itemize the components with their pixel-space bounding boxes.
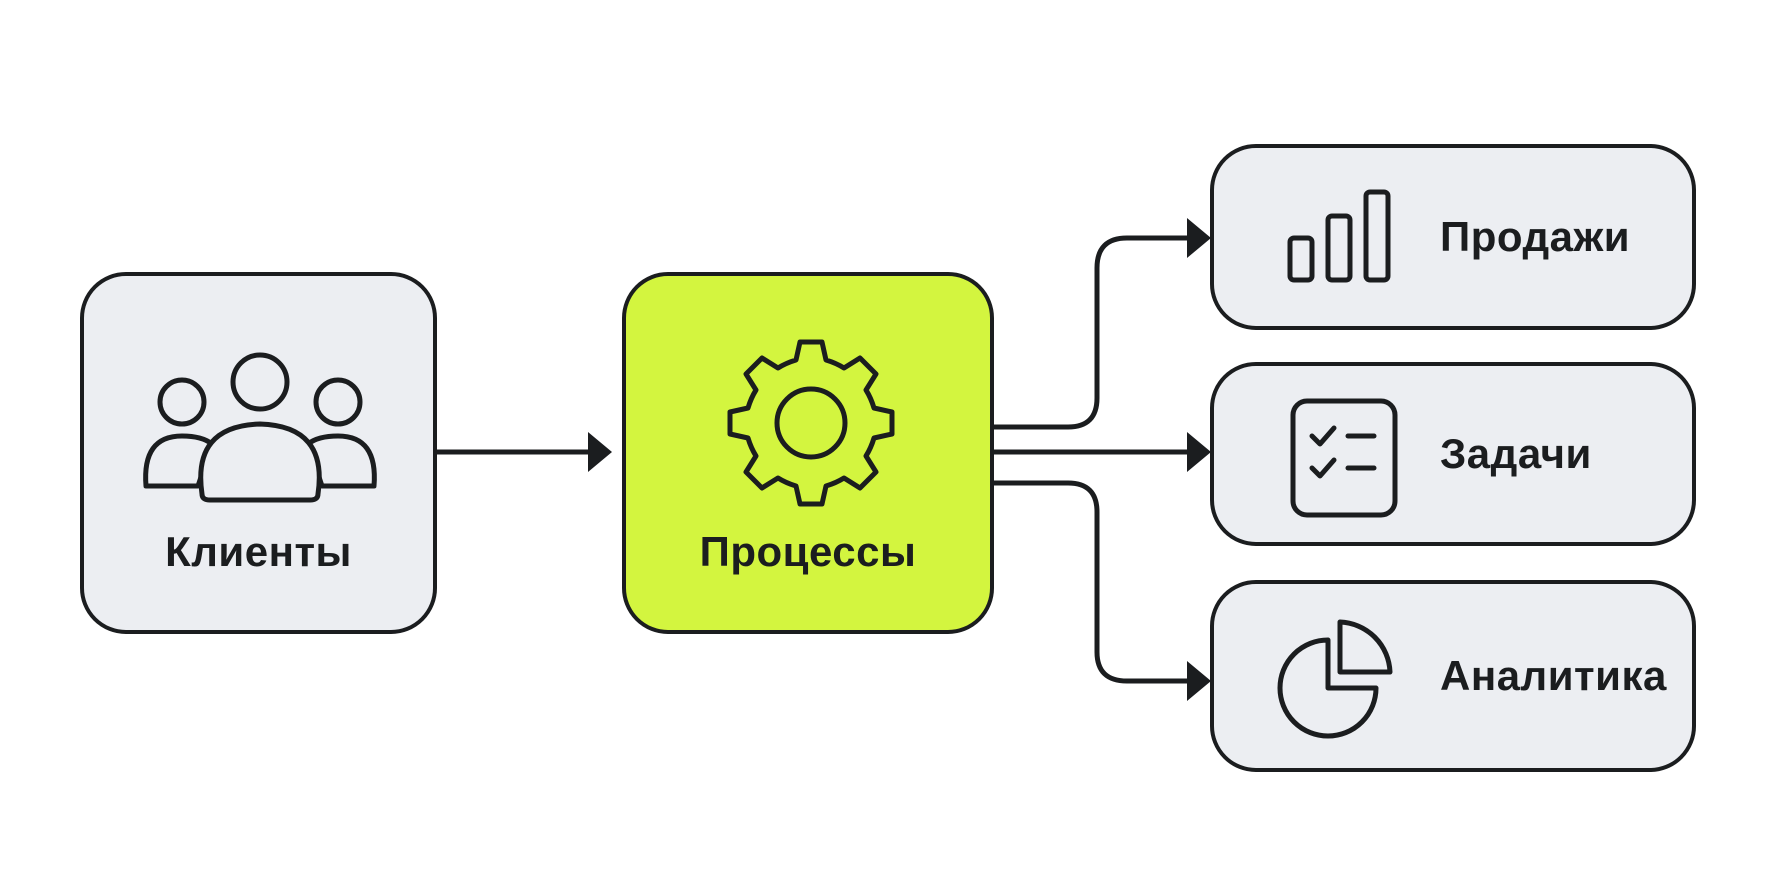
arrowhead [1187, 432, 1211, 472]
node-processes: Процессы [622, 272, 994, 634]
arrowhead [1187, 661, 1211, 701]
node-sales-label: Продажи [1440, 213, 1631, 260]
pie-chart-icon [1277, 619, 1393, 739]
edge-processes-sales [989, 235, 1199, 430]
edge-processes-analytics [989, 480, 1199, 684]
node-analytics-label: Аналитика [1440, 652, 1667, 699]
node-analytics: Аналитика [1210, 580, 1696, 772]
arrowhead [588, 432, 612, 472]
node-sales: Продажи [1210, 144, 1696, 330]
node-clients: Клиенты [80, 272, 437, 634]
node-clients-label: Клиенты [165, 528, 352, 575]
checklist-icon [1290, 398, 1398, 518]
bar-chart-icon [1287, 189, 1391, 283]
gear-icon [727, 339, 895, 507]
arrowhead [1187, 218, 1211, 258]
node-processes-label: Процессы [699, 528, 917, 575]
node-tasks-label: Задачи [1440, 430, 1592, 477]
users-icon [143, 352, 377, 503]
node-tasks: Задачи [1210, 362, 1696, 546]
